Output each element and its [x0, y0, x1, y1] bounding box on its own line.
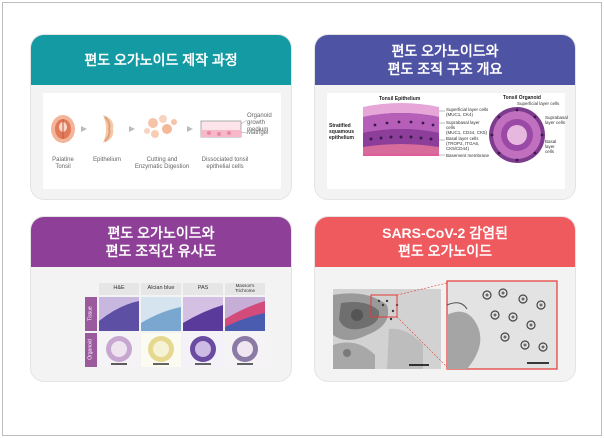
tonsil-icon — [51, 115, 75, 143]
epithelium-icon — [103, 115, 114, 143]
stain-label-alcian: Alcian blue — [147, 285, 175, 291]
stain-grid — [85, 283, 265, 367]
card-title-line-1: 편도 오가노이드와 — [391, 43, 499, 59]
organoid-row — [99, 333, 265, 367]
structure-figure: Tonsil Epithelium Tonsil Organoid Strati… — [327, 93, 568, 189]
structure-diagram — [363, 103, 545, 163]
electron-micrograph — [333, 280, 558, 370]
process-diagram — [51, 115, 248, 143]
similarity-figure: H&E Alcian blue PAS Masson's Trichrome T… — [43, 275, 281, 371]
card-header: 편도 오가노이드와 편도 조직간 유사도 — [31, 217, 291, 267]
epithelium-illustration — [363, 103, 445, 156]
card-structure-overview: 편도 오가노이드와 편도 조직 구조 개요 — [314, 34, 576, 200]
card-title-line-2: 편도 조직 구조 개요 — [387, 61, 503, 77]
card-similarity: 편도 오가노이드와 편도 조직간 유사도 — [30, 216, 292, 382]
stain-label-masson: Masson's Trichrome — [234, 283, 256, 293]
process-figure: Palatine Tonsil Epithelium Cutting and E… — [43, 93, 281, 189]
plate-label-medium: Organoid growth medium — [247, 113, 272, 133]
layer-label-superficial: Superficial layer cells (MUC1, CK4) — [446, 107, 489, 117]
em-zoom-panel — [446, 280, 558, 370]
row-label-tissue: Tissue — [87, 306, 94, 321]
card-organoid-process: 편도 오가노이드 제작 과정 — [30, 34, 292, 200]
card-title-line-1: SARS-CoV-2 감염된 — [382, 225, 508, 241]
card-sars-cov-2: SARS-CoV-2 감염된 편도 오가노이드 — [314, 216, 576, 382]
step-label-epithelium: Epithelium — [92, 157, 121, 163]
digestion-icon — [144, 115, 177, 138]
card-title-line-2: 편도 오가노이드 — [397, 243, 493, 259]
organoid-label-superficial: Superficial layer cells — [517, 101, 560, 106]
step-label-cells: Dissociated tonsil epithelial cells — [201, 157, 249, 170]
plate-label-matrigel: Matrigel — [247, 130, 269, 136]
em-overview-panel — [333, 289, 441, 369]
stain-label-he: H&E — [113, 285, 125, 291]
layer-label-basement: Basement membrane — [446, 153, 490, 158]
organoid-title: Tonsil Organoid — [503, 95, 541, 101]
card-title: 편도 오가노이드 제작 과정 — [84, 52, 238, 68]
organoid-illustration — [489, 107, 545, 163]
stain-label-pas: PAS — [197, 285, 209, 291]
card-title-line-2: 편도 조직간 유사도 — [105, 243, 217, 259]
organoid-label-suprabasal: Suprabasal layer cells — [545, 115, 568, 125]
step-label-digestion: Cutting and Enzymatic Digestion — [134, 157, 190, 170]
layer-label-suprabasal: Suprabasal layer cells (MUC1, CD44, CK5) — [446, 120, 488, 135]
em-figure — [327, 275, 565, 371]
organoid-label-basal: Basal layer cells — [545, 139, 557, 154]
epithelium-title: Tonsil Epithelium — [379, 96, 421, 102]
tissue-row — [99, 297, 265, 331]
row-label-organoid: Organoid — [87, 339, 94, 360]
card-title-line-1: 편도 오가노이드와 — [107, 225, 215, 241]
culture-plate-icon — [200, 119, 248, 138]
side-label: Stratified squamous epithelium — [329, 123, 355, 141]
step-label-tonsil: Palatine Tonsil — [52, 157, 74, 170]
card-header: 편도 오가노이드 제작 과정 — [31, 35, 291, 85]
layer-label-basal: Basal layer cells (TROP2, ITGA6, CK5/CD4… — [446, 136, 480, 151]
card-header: 편도 오가노이드와 편도 조직 구조 개요 — [315, 35, 575, 85]
card-header: SARS-CoV-2 감염된 편도 오가노이드 — [315, 217, 575, 267]
